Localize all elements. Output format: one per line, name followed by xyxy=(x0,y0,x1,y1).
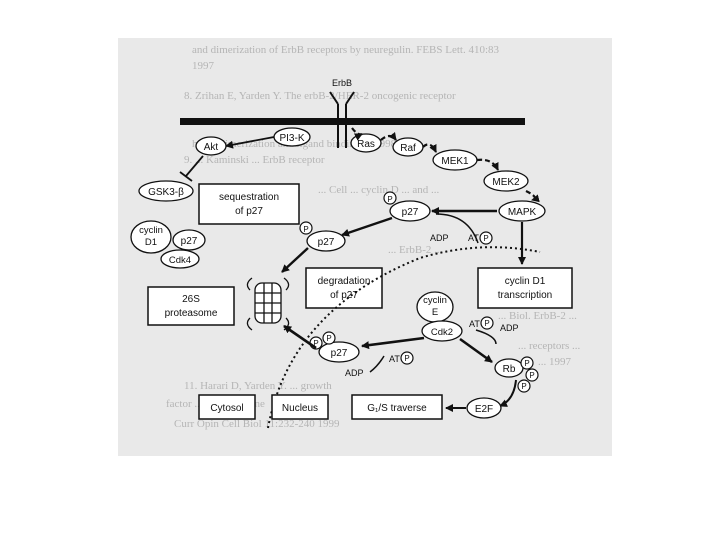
citation-line: Curr Opin Cell Biol 11:232-240 1999 xyxy=(174,418,340,430)
raf-label: Raf xyxy=(400,143,416,154)
transcription-label-line2: transcription xyxy=(498,290,552,301)
citation-line: 11. Harari D, Yarden Y. ... growth xyxy=(184,380,332,392)
g1s-traverse-label: G₁/S traverse xyxy=(367,403,427,414)
proteasome-box: 26S proteasome xyxy=(147,286,235,326)
citation-line: 9. ... Kaminski ... ErbB receptor xyxy=(184,154,325,166)
degradation-label-line2: of p27 xyxy=(330,290,358,301)
akt-inhibits-gsk3b xyxy=(179,155,204,182)
atp-adp-curve-cdk2 xyxy=(475,329,497,345)
cdk2-phosphorylates-rb-arrow xyxy=(459,337,493,364)
mek1-node: MEK1 xyxy=(432,149,478,171)
nucleus-label: Nucleus xyxy=(282,403,318,414)
cyclin-d1-label-line2: D1 xyxy=(145,237,157,248)
rb-phosphate-3: P xyxy=(521,382,526,391)
cytosol-label: Cytosol xyxy=(210,403,243,414)
cdk2-phosphorylates-p27-arrow xyxy=(361,336,425,350)
pi3k-to-akt-arrow xyxy=(225,136,275,149)
cyclin-d1-complex: cyclin D1 p27 Cdk4 xyxy=(130,220,206,269)
mek2-label: MEK2 xyxy=(492,177,520,188)
rb-phosphate-1: P xyxy=(524,359,529,368)
proteasome-label-line1: 26S xyxy=(182,294,200,305)
citation-line: and dimerization of ErbB receptors by ne… xyxy=(192,44,500,56)
cytosol-box: Cytosol xyxy=(198,394,256,420)
gsk3b-node: GSK3-β xyxy=(138,180,194,202)
cyclin-d1-transcription-box: cyclin D1 transcription xyxy=(477,267,573,309)
p27-mid-label: p27 xyxy=(318,237,335,248)
phosphate-label: P xyxy=(387,195,392,204)
akt-node: Akt xyxy=(195,136,227,156)
ras-node: Ras xyxy=(350,133,382,153)
citation-line: ... Biol. ErbB-2 ... xyxy=(498,310,577,322)
mapk-cascade-arrows xyxy=(351,127,540,203)
p27-top-label: p27 xyxy=(402,207,419,218)
cell-membrane xyxy=(180,118,525,125)
p27-bottom-label: p27 xyxy=(331,348,348,359)
sequestration-box: sequestration of p27 xyxy=(198,183,300,225)
erbb-label: ErbB xyxy=(332,78,352,88)
cyclin-e-complex: cyclin E Cdk2 xyxy=(416,291,463,342)
adp-cdk2-label: ADP xyxy=(500,323,519,333)
p27-bottom-to-proteasome-arrow xyxy=(283,324,317,350)
akt-label: Akt xyxy=(204,142,219,153)
cyclin-e-label-line1: cyclin xyxy=(423,295,447,306)
citation-line: 1997 xyxy=(192,60,214,72)
mapk-label: MAPK xyxy=(508,207,537,218)
transcription-label-line1: cyclin D1 xyxy=(505,276,546,287)
citation-line: ... receptors ... xyxy=(518,340,581,352)
at-top-label: AT xyxy=(468,233,479,243)
proteasome-label-line2: proteasome xyxy=(165,308,218,319)
at-bottom-label: AT xyxy=(389,354,400,364)
p27-bottom-phosphate-1: P xyxy=(313,339,318,348)
p27-to-proteasome-arrow xyxy=(281,247,309,273)
citation-line: ... 1997 xyxy=(538,356,571,368)
rb-label: Rb xyxy=(503,364,516,375)
p27-bottom-phosphate-2: P xyxy=(326,334,331,343)
sequestration-label-line2: of p27 xyxy=(235,206,263,217)
e2f-label: E2F xyxy=(475,404,493,415)
cyclin-d1-label-line1: cyclin xyxy=(139,225,163,236)
p27-transport-arrow xyxy=(341,216,393,237)
erbb-receptor xyxy=(329,91,355,148)
g1s-traverse-box: G₁/S traverse xyxy=(351,394,443,420)
mek2-node: MEK2 xyxy=(483,170,529,192)
rb-node: Rb P P P xyxy=(494,356,539,393)
degradation-label-line1: degradation xyxy=(318,276,371,287)
rb-phosphate-2: P xyxy=(529,371,534,380)
cdk2-label: Cdk2 xyxy=(431,327,453,338)
phosphate-mid-label: P xyxy=(303,225,308,234)
nucleus-box: Nucleus xyxy=(271,394,329,420)
pi3k-label: PI3-K xyxy=(279,133,304,144)
cyclin-e-label-line2: E xyxy=(432,307,438,318)
gsk3b-label: GSK3-β xyxy=(148,187,184,198)
atp-adp-curve-bottom xyxy=(369,355,385,373)
citation-line: 8. Zrihan E, Yarden Y. The erbB-2/HER-2 … xyxy=(184,90,456,102)
atp-adp-curve-top xyxy=(435,213,479,244)
raf-node: Raf xyxy=(392,137,424,157)
mapk-node: MAPK xyxy=(498,200,546,222)
citation-line: ... ErbB-2 ... xyxy=(388,244,443,256)
adp-top-label: ADP xyxy=(430,233,449,243)
ras-label: Ras xyxy=(357,139,375,150)
nuclear-envelope xyxy=(267,246,541,429)
adp-bottom-label: ADP xyxy=(345,368,364,378)
atp-phosphate-top: P xyxy=(483,234,488,243)
sequestration-label-line1: sequestration xyxy=(219,192,279,203)
p27-top-node: p27 P xyxy=(383,191,431,222)
proteasome-icon xyxy=(246,277,290,331)
mek1-label: MEK1 xyxy=(441,156,469,167)
complex-p27-label: p27 xyxy=(181,236,198,247)
citation-line: ... Cell ... cyclin D ... and ... xyxy=(318,184,440,196)
cdk4-label: Cdk4 xyxy=(169,255,191,266)
p27-mid-node: p27 P xyxy=(299,221,346,252)
e2f-node: E2F xyxy=(466,397,502,419)
atp-phosphate-bottom: P xyxy=(404,354,409,363)
p27-bottom-node: p27 P P xyxy=(309,331,360,363)
at-cdk2-label: AT xyxy=(469,319,480,329)
atp-phosphate-cdk2: P xyxy=(484,319,489,328)
pi3k-node: PI3-K xyxy=(273,127,311,147)
rb-releases-e2f-arrow xyxy=(499,379,517,407)
